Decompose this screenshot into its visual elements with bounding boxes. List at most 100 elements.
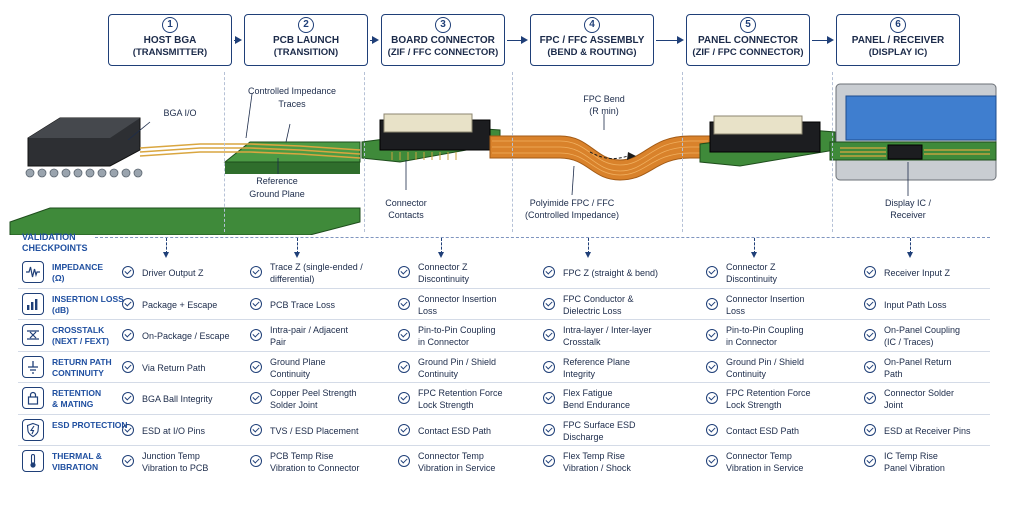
checkpoint-text: ESD at I/O Pins xyxy=(142,425,206,436)
checkpoint-text: Contact ESD Path xyxy=(418,425,492,436)
checkpoint-category: ESD PROTECTION xyxy=(52,419,128,430)
checkpoint-text: Receiver Input Z xyxy=(884,268,951,278)
section-divider xyxy=(224,72,225,232)
stage-title: PANEL / RECEIVER xyxy=(851,35,945,46)
check-icon xyxy=(250,455,262,467)
polyimide-label-2: (Controlled Impedance) xyxy=(524,210,620,220)
stage-number: 2 xyxy=(298,17,314,33)
checkpoint-category: RETENTION& MATING xyxy=(52,388,102,409)
check-icon xyxy=(543,297,555,310)
checkpoint-arrow xyxy=(294,238,300,258)
checkpoint-text: On-Package / Escape xyxy=(142,331,230,341)
checkpoint-row: CROSSTALK(NEXT / FEXT) On-Package / Escap… xyxy=(18,320,990,351)
row-divider xyxy=(18,319,990,320)
stage-title: FPC / FFC ASSEMBLY xyxy=(539,35,645,46)
stage-arrow xyxy=(812,36,834,44)
check-icon xyxy=(398,455,410,467)
check-icon xyxy=(864,266,876,278)
check-icon xyxy=(543,423,555,436)
validation-title: VALIDATION CHECKPOINTS xyxy=(22,232,88,253)
ground-icon xyxy=(22,355,44,378)
check-icon xyxy=(864,297,876,310)
check-icon xyxy=(122,360,134,373)
fpc-bend-label-1: FPC Bend xyxy=(583,94,625,104)
section-divider xyxy=(364,72,365,232)
fpc-bend-label-2: (R min) xyxy=(589,106,619,116)
checkpoint-category: CROSSTALK(NEXT / FEXT) xyxy=(52,325,110,346)
stage-number: 4 xyxy=(584,17,600,33)
polyimide-label-1: Polyimide FPC / FFC xyxy=(529,198,615,208)
board-connector-latch xyxy=(383,113,473,133)
checkpoint-category: INSERTION LOSS(dB) xyxy=(52,293,124,315)
bar-meter-icon xyxy=(22,292,44,315)
checkpoint-text: TVS / ESD Placement xyxy=(270,425,359,436)
checkpoint-arrow xyxy=(585,238,591,258)
crosstalk-icon xyxy=(22,324,44,346)
check-icon xyxy=(250,297,262,310)
stage-title: HOST BGA xyxy=(143,35,197,46)
check-icon xyxy=(122,423,134,436)
check-icon xyxy=(398,329,410,341)
connector-contacts-label-2: Contacts xyxy=(388,210,424,220)
stage-number: 1 xyxy=(162,17,178,33)
validation-divider xyxy=(95,237,990,238)
launch-pcb-edge xyxy=(225,162,360,174)
check-icon xyxy=(250,392,262,404)
check-icon xyxy=(543,392,555,404)
check-icon xyxy=(706,392,718,404)
row-divider xyxy=(18,382,990,383)
checkpoint-arrow xyxy=(751,238,757,258)
section-divider xyxy=(512,72,513,232)
check-icon xyxy=(398,360,410,373)
section-divider xyxy=(682,72,683,232)
stage-arrow xyxy=(370,36,379,44)
checkpoint-arrow xyxy=(438,238,444,258)
stage-arrow xyxy=(234,36,242,44)
checkpoint-row: ESD PROTECTION ESD at I/O Pins TVS / ESD P… xyxy=(18,415,990,446)
check-icon xyxy=(864,329,876,341)
checkpoint-text: BGA Ball Integrity xyxy=(142,394,213,404)
check-icon xyxy=(398,392,410,404)
checkpoint-arrow xyxy=(907,238,913,258)
row-divider xyxy=(18,445,990,446)
bga-io-label: BGA I/O xyxy=(163,108,197,118)
display-ic-label-2: Receiver xyxy=(890,210,926,220)
host-pcb xyxy=(9,207,361,235)
check-icon xyxy=(864,392,876,404)
stage-number: 6 xyxy=(890,17,906,33)
checkpoint-category: THERMAL &VIBRATION xyxy=(52,451,102,472)
ref-ground-label-1: Reference xyxy=(256,176,298,186)
check-icon xyxy=(864,423,876,436)
signal-chain-illustration xyxy=(9,83,997,235)
check-icon xyxy=(122,329,134,341)
lock-icon xyxy=(22,387,44,409)
stage-subtitle: (ZIF / FFC CONNECTOR) xyxy=(387,47,499,58)
check-icon xyxy=(706,360,718,373)
fpc-ribbon xyxy=(489,135,711,181)
bga-balls xyxy=(25,168,143,178)
checkpoint-arrow xyxy=(163,238,169,258)
ref-ground-label-2: Ground Plane xyxy=(249,189,305,199)
